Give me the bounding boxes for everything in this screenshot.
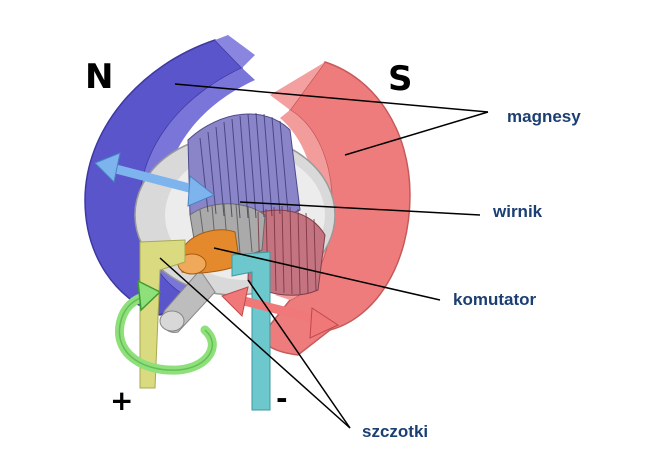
leader-magnets-south bbox=[344, 111, 489, 156]
minus-terminal-label: - bbox=[276, 382, 288, 415]
brush-plus bbox=[139, 239, 186, 389]
leader-brushes-minus bbox=[247, 279, 351, 429]
leader-brushes-plus bbox=[159, 257, 351, 429]
south-magnet-top-face bbox=[270, 62, 325, 110]
leader-rotor bbox=[239, 201, 481, 216]
south-pole-label: S bbox=[388, 59, 413, 99]
leader-commutator bbox=[213, 247, 441, 301]
plus-terminal-label: + bbox=[110, 384, 134, 417]
rotation-arrow bbox=[115, 279, 217, 375]
north-pole-label: N bbox=[85, 57, 114, 97]
brushes-label: szczotki bbox=[362, 422, 429, 441]
leader-magnets-north bbox=[174, 83, 489, 113]
current-double-arrow bbox=[221, 286, 340, 339]
brush-minus bbox=[231, 251, 271, 411]
north-magnet-top-face bbox=[215, 35, 255, 68]
leader-lines bbox=[159, 83, 489, 429]
shaft-end bbox=[159, 310, 185, 332]
rotor-label: wirnik bbox=[493, 202, 543, 221]
magnets-label: magnesy bbox=[507, 107, 581, 126]
rotor-double-arrow bbox=[94, 152, 215, 207]
commutator-label: komutator bbox=[453, 290, 537, 309]
